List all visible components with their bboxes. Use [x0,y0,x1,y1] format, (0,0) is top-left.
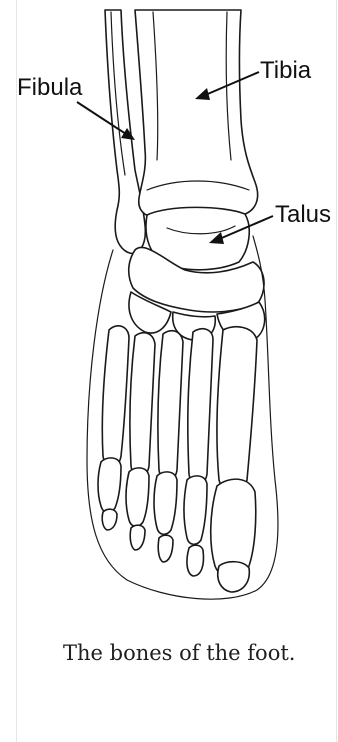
tibia-label: Tibia [260,57,312,84]
foot-bones-diagram: Fibula Tibia Talus [17,0,338,608]
fibula-label: Fibula [17,74,83,101]
foot-bones-illustration: Fibula Tibia Talus [17,0,338,608]
metatarsal-bones [102,326,257,492]
tibia-bone [135,10,258,218]
talus-label: Talus [275,201,331,228]
figure-card: Fibula Tibia Talus The bones of the foot… [16,0,337,742]
figure-caption: The bones of the foot. [63,634,303,672]
